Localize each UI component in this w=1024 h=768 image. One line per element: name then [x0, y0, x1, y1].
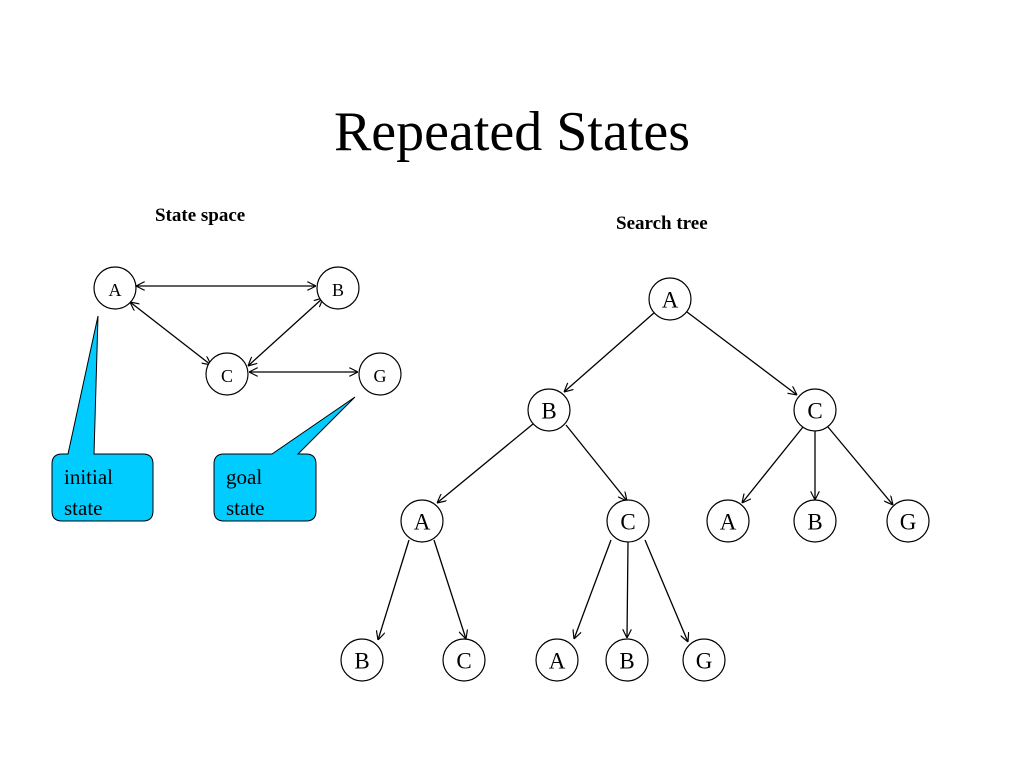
st-node-b-c: C	[606, 499, 650, 543]
svg-text:B: B	[541, 399, 556, 424]
goal-state-callout: goal state	[213, 396, 356, 522]
st-node-c: C	[793, 388, 837, 432]
st-node-b-c-a: A	[535, 638, 579, 682]
svg-text:G: G	[900, 510, 917, 535]
ss-edge-a-c	[130, 302, 211, 365]
st-edge-a2-b	[378, 539, 410, 640]
st-node-c-a: A	[706, 499, 750, 543]
st-node-b-a-c: C	[442, 638, 486, 682]
st-edge-b-a	[437, 423, 534, 503]
st-edge-a-b	[564, 311, 656, 392]
st-node-b-a-b: B	[340, 638, 384, 682]
svg-text:A: A	[662, 288, 679, 313]
svg-text:G: G	[696, 649, 713, 674]
goal-callout-line1: goal	[226, 465, 262, 489]
st-edge-a2-c	[433, 539, 466, 639]
st-edge-c2-a	[574, 539, 612, 639]
ss-node-b: B	[316, 266, 360, 310]
st-node-b-c-g: G	[682, 638, 726, 682]
search-tree-label: Search tree	[616, 213, 708, 234]
ss-edge-b-c	[248, 298, 323, 366]
st-edge-b-c	[565, 424, 627, 501]
ss-node-g: G	[358, 352, 402, 396]
st-node-b: B	[527, 388, 571, 432]
state-space-label: State space	[155, 205, 246, 226]
svg-text:B: B	[354, 649, 369, 674]
st-node-b-a: A	[400, 499, 444, 543]
ss-node-a: A	[93, 266, 137, 310]
goal-callout-line2: state	[226, 496, 264, 520]
svg-text:C: C	[807, 399, 822, 424]
svg-text:G: G	[374, 366, 387, 386]
svg-text:A: A	[549, 649, 566, 674]
initial-callout-line1: initial	[64, 465, 113, 489]
svg-text:B: B	[807, 510, 822, 535]
st-node-c-g: G	[886, 499, 930, 543]
st-edge-c-a	[742, 426, 804, 503]
state-space-graph: initial state goal state A B C G	[51, 266, 402, 522]
initial-callout-line2: state	[64, 496, 102, 520]
st-edge-c-g	[827, 426, 893, 505]
svg-text:C: C	[620, 510, 635, 535]
st-edge-a-c	[686, 311, 797, 395]
slide-title: Repeated States	[333, 101, 691, 163]
svg-text:C: C	[221, 366, 233, 386]
svg-text:A: A	[109, 280, 122, 300]
st-node-b-c-b: B	[605, 638, 649, 682]
st-edge-c2-g	[644, 539, 688, 642]
st-node-root-a: A	[648, 277, 692, 321]
svg-text:C: C	[456, 649, 471, 674]
ss-node-c: C	[205, 352, 249, 396]
svg-text:A: A	[720, 510, 737, 535]
svg-text:B: B	[332, 280, 344, 300]
initial-state-callout: initial state	[51, 315, 154, 522]
svg-text:B: B	[619, 649, 634, 674]
svg-text:A: A	[414, 510, 431, 535]
search-tree: A B C A C A B G	[340, 277, 930, 682]
st-node-c-b: B	[793, 499, 837, 543]
st-edge-c2-b	[627, 541, 628, 638]
